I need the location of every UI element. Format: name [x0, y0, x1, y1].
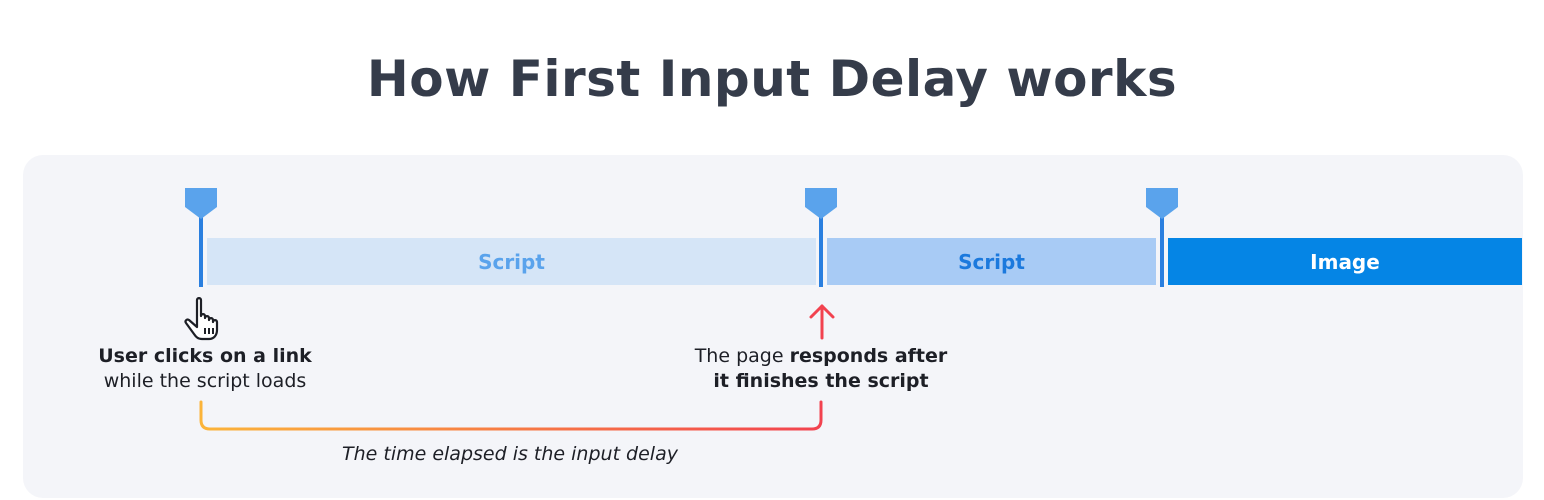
timeline-marker-icon — [805, 188, 837, 287]
script-bar-1: Script — [207, 238, 816, 285]
timeline-marker-icon — [185, 188, 217, 287]
timeline-panel — [23, 155, 1523, 498]
diagram-title: How First Input Delay works — [366, 50, 1178, 108]
script-bar-2-label: Script — [958, 249, 1025, 274]
input-delay-bracket — [199, 400, 823, 431]
user-click-caption-line2: while the script loads — [103, 370, 307, 392]
user-click-caption: User clicks on a link while the script l… — [70, 344, 340, 394]
input-delay-label: The time elapsed is the input delay — [342, 443, 678, 465]
script-bar-1-label: Script — [478, 249, 545, 274]
hand-pointer-icon — [184, 297, 219, 341]
timeline-marker-icon — [1146, 188, 1178, 287]
user-click-caption-line1: User clicks on a link — [98, 345, 312, 367]
image-bar-label: Image — [1310, 249, 1380, 274]
page-response-caption-line2: it finishes the script — [713, 370, 929, 392]
image-bar: Image — [1168, 238, 1522, 285]
arrow-up-icon — [809, 304, 835, 340]
page-response-caption-line1-bold: responds after — [789, 345, 948, 367]
page-response-caption: The page responds after it finishes the … — [660, 344, 982, 394]
page-response-caption-line1-normal: The page — [694, 345, 790, 367]
script-bar-2: Script — [827, 238, 1156, 285]
